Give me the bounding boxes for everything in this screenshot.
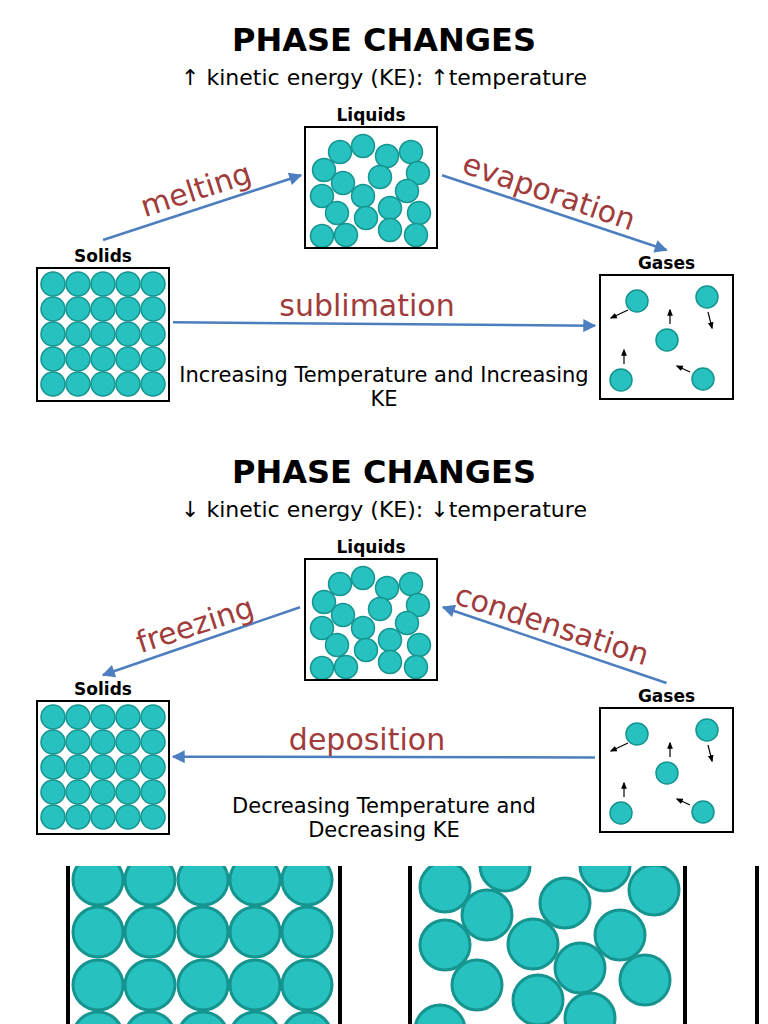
solid-particle — [230, 907, 280, 957]
phase-box: Liquids — [304, 558, 438, 681]
container-wall — [338, 866, 342, 1024]
phase-box: Gases — [599, 707, 734, 833]
solid-particle — [125, 1012, 175, 1024]
note-text: ↓ kinetic energy (KE): ↓temperature — [84, 496, 684, 524]
liquid-particle — [595, 910, 645, 960]
process-label: sublimation — [279, 289, 454, 323]
solid-particle — [230, 960, 280, 1010]
phase-heading: Solids — [18, 246, 188, 266]
note-text: ↑ kinetic energy (KE): ↑temperature — [84, 64, 684, 92]
liquid-particle — [540, 878, 590, 928]
page-title: PHASE CHANGES — [84, 20, 684, 60]
solid-particle — [230, 1012, 280, 1024]
solid-particle — [282, 866, 332, 905]
liquid-particle — [462, 890, 512, 940]
process-label: evaporation — [458, 147, 639, 238]
phase-box: Liquids — [304, 126, 438, 249]
liquid-particles — [311, 567, 431, 680]
phase-box: Solids — [36, 700, 170, 835]
container-wall — [66, 866, 70, 1024]
solid-particle — [73, 960, 123, 1010]
solid-particle — [125, 907, 175, 957]
liquid-particle — [620, 955, 670, 1005]
solid-particle — [282, 907, 332, 957]
liquid-particle — [629, 866, 679, 915]
liquid-particle — [508, 919, 558, 969]
solid-particle — [73, 1012, 123, 1024]
phase-heading: Gases — [581, 686, 752, 706]
process-label: melting — [136, 156, 255, 224]
note-text: Decreasing Temperature and Decreasing KE — [219, 794, 549, 842]
gas-particles — [610, 719, 718, 824]
solid-particle — [125, 866, 175, 905]
liquid-particle — [415, 1005, 465, 1024]
phase-heading: Liquids — [286, 537, 456, 557]
container-wall — [755, 866, 759, 1024]
phase-box: Solids — [36, 267, 170, 402]
phase-heading: Liquids — [286, 105, 456, 125]
liquid-particle — [513, 975, 563, 1024]
phase-box: Gases — [599, 274, 734, 400]
liquid-particle — [580, 866, 630, 891]
container-wall — [408, 866, 412, 1024]
process-label: deposition — [289, 723, 445, 757]
solid-particles — [41, 705, 165, 829]
solid-particle — [282, 960, 332, 1010]
solid-particle — [125, 960, 175, 1010]
solid-particle — [73, 907, 123, 957]
note-text: Increasing Temperature and Increasing KE — [169, 363, 599, 411]
solid-particle — [178, 1012, 228, 1024]
liquid-particle — [452, 960, 502, 1010]
section-title: PHASE CHANGES — [84, 452, 684, 492]
process-label: condensation — [451, 578, 653, 673]
solid-particle — [178, 866, 228, 905]
particle-illustration — [68, 866, 757, 1024]
solid-particles — [41, 272, 165, 396]
solid-particle — [178, 907, 228, 957]
solid-particle — [73, 866, 123, 905]
solid-particle — [178, 960, 228, 1010]
solid-particle — [230, 866, 280, 905]
liquid-particles — [311, 135, 431, 248]
process-label: freezing — [132, 590, 258, 660]
gas-particles — [610, 286, 718, 391]
solid-particle — [282, 1012, 332, 1024]
phase-heading: Gases — [581, 253, 752, 273]
container-wall — [683, 866, 687, 1024]
liquid-particle — [555, 943, 605, 993]
liquid-particle — [420, 920, 470, 970]
phase-heading: Solids — [18, 679, 188, 699]
liquid-particle — [480, 866, 530, 891]
liquid-particle — [565, 993, 615, 1024]
